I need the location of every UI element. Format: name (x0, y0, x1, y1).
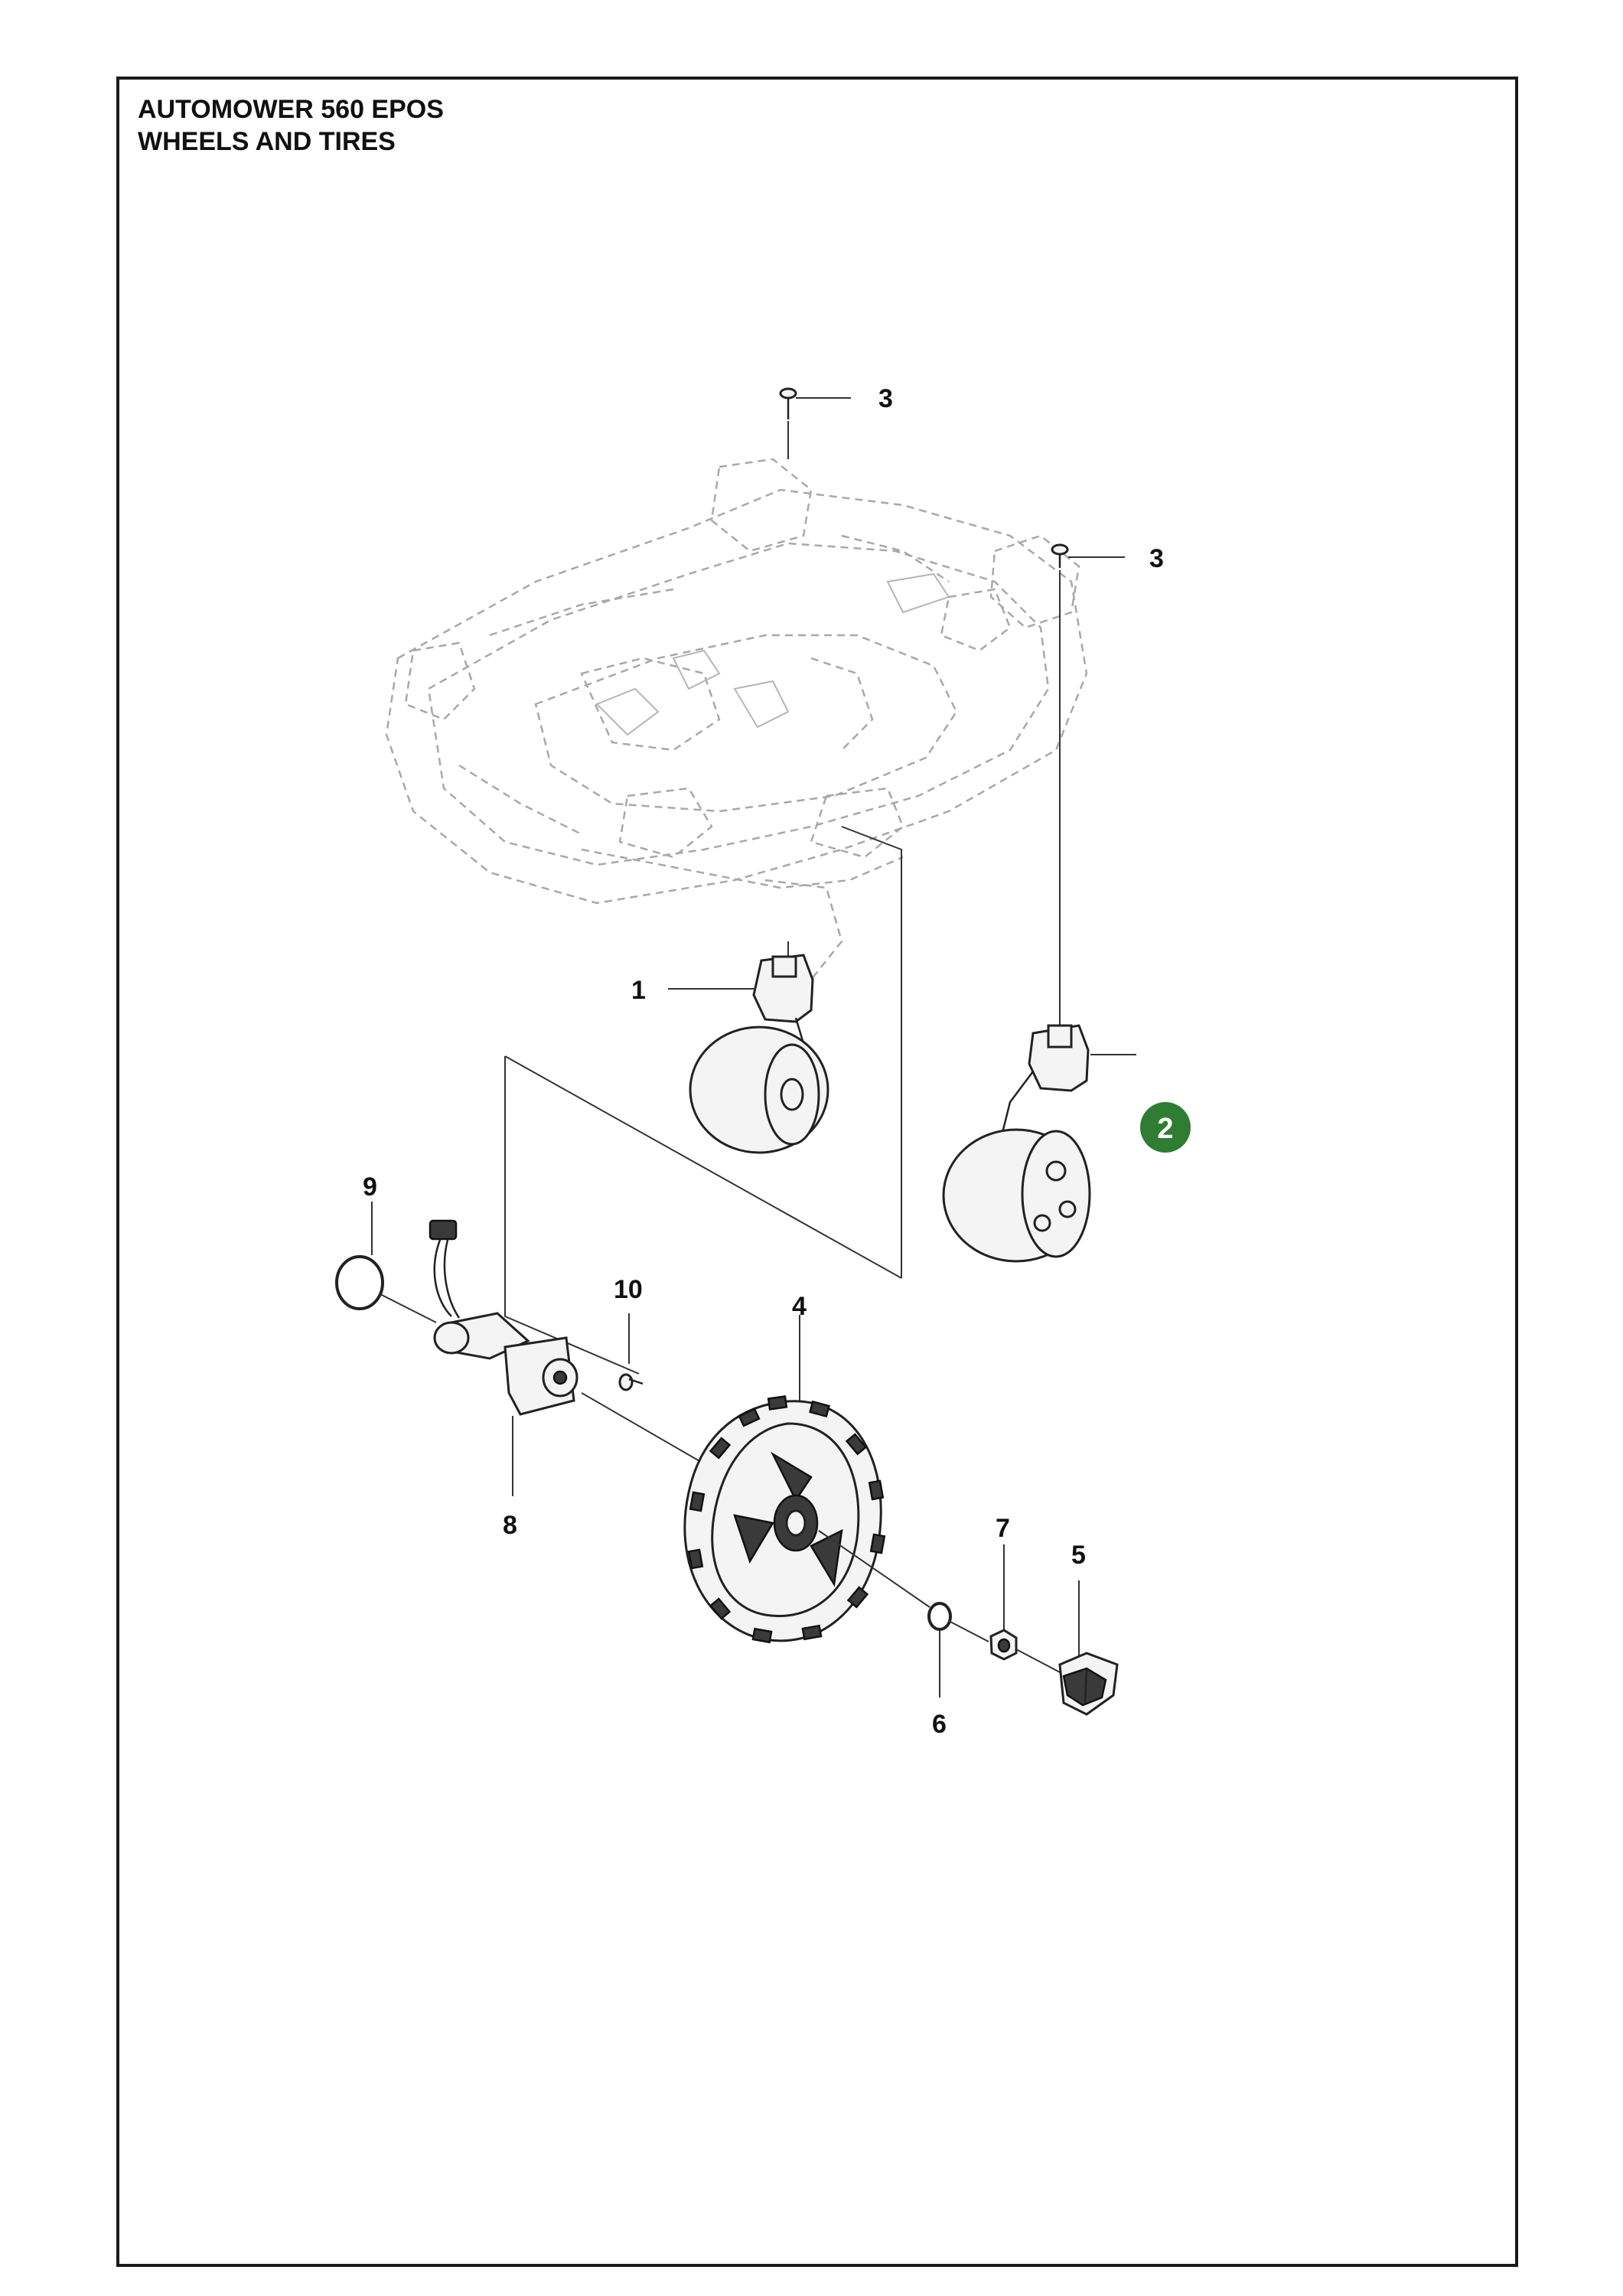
front-wheel-part-2 (942, 1024, 1136, 1263)
callout-8: 8 (503, 1511, 517, 1540)
callout-9: 9 (363, 1172, 377, 1202)
callout-4: 4 (792, 1292, 807, 1321)
exploded-frame-box (504, 826, 902, 1375)
callout-10: 10 (614, 1275, 643, 1304)
wheel-motor-part-8 (429, 1219, 754, 1496)
callout-7: 7 (996, 1514, 1010, 1543)
tire-treads (687, 1395, 886, 1644)
mower-chassis-outline (385, 458, 1088, 981)
screw-part-3-right (1051, 543, 1125, 1026)
callout-2-badge: 2 (1140, 1102, 1191, 1153)
o-ring-part-9 (335, 1202, 437, 1323)
washer-part-6 (927, 1602, 989, 1698)
screw-part-3-top (779, 387, 851, 459)
hub-cap-part-5 (1058, 1580, 1119, 1716)
callout-labels: 3 3 1 2 9 10 4 8 7 5 6 (363, 384, 1191, 1739)
section-name: WHEELS AND TIRES (138, 127, 396, 156)
rear-drive-wheel-part-4 (683, 1315, 930, 1644)
screw-part-10 (618, 1313, 644, 1391)
front-wheel-part-1 (668, 941, 829, 1154)
callout-2: 2 (1157, 1113, 1173, 1145)
callout-3-right: 3 (1149, 544, 1164, 573)
nut-part-7 (989, 1544, 1061, 1673)
callout-1: 1 (631, 976, 646, 1005)
callout-3-top: 3 (878, 384, 893, 413)
diagram-title: AUTOMOWER 560 EPOS WHEELS AND TIRES (138, 93, 444, 158)
page-frame (116, 77, 1518, 2267)
model-name: AUTOMOWER 560 EPOS (138, 95, 444, 124)
callout-6: 6 (932, 1710, 947, 1739)
callout-5: 5 (1071, 1541, 1086, 1570)
